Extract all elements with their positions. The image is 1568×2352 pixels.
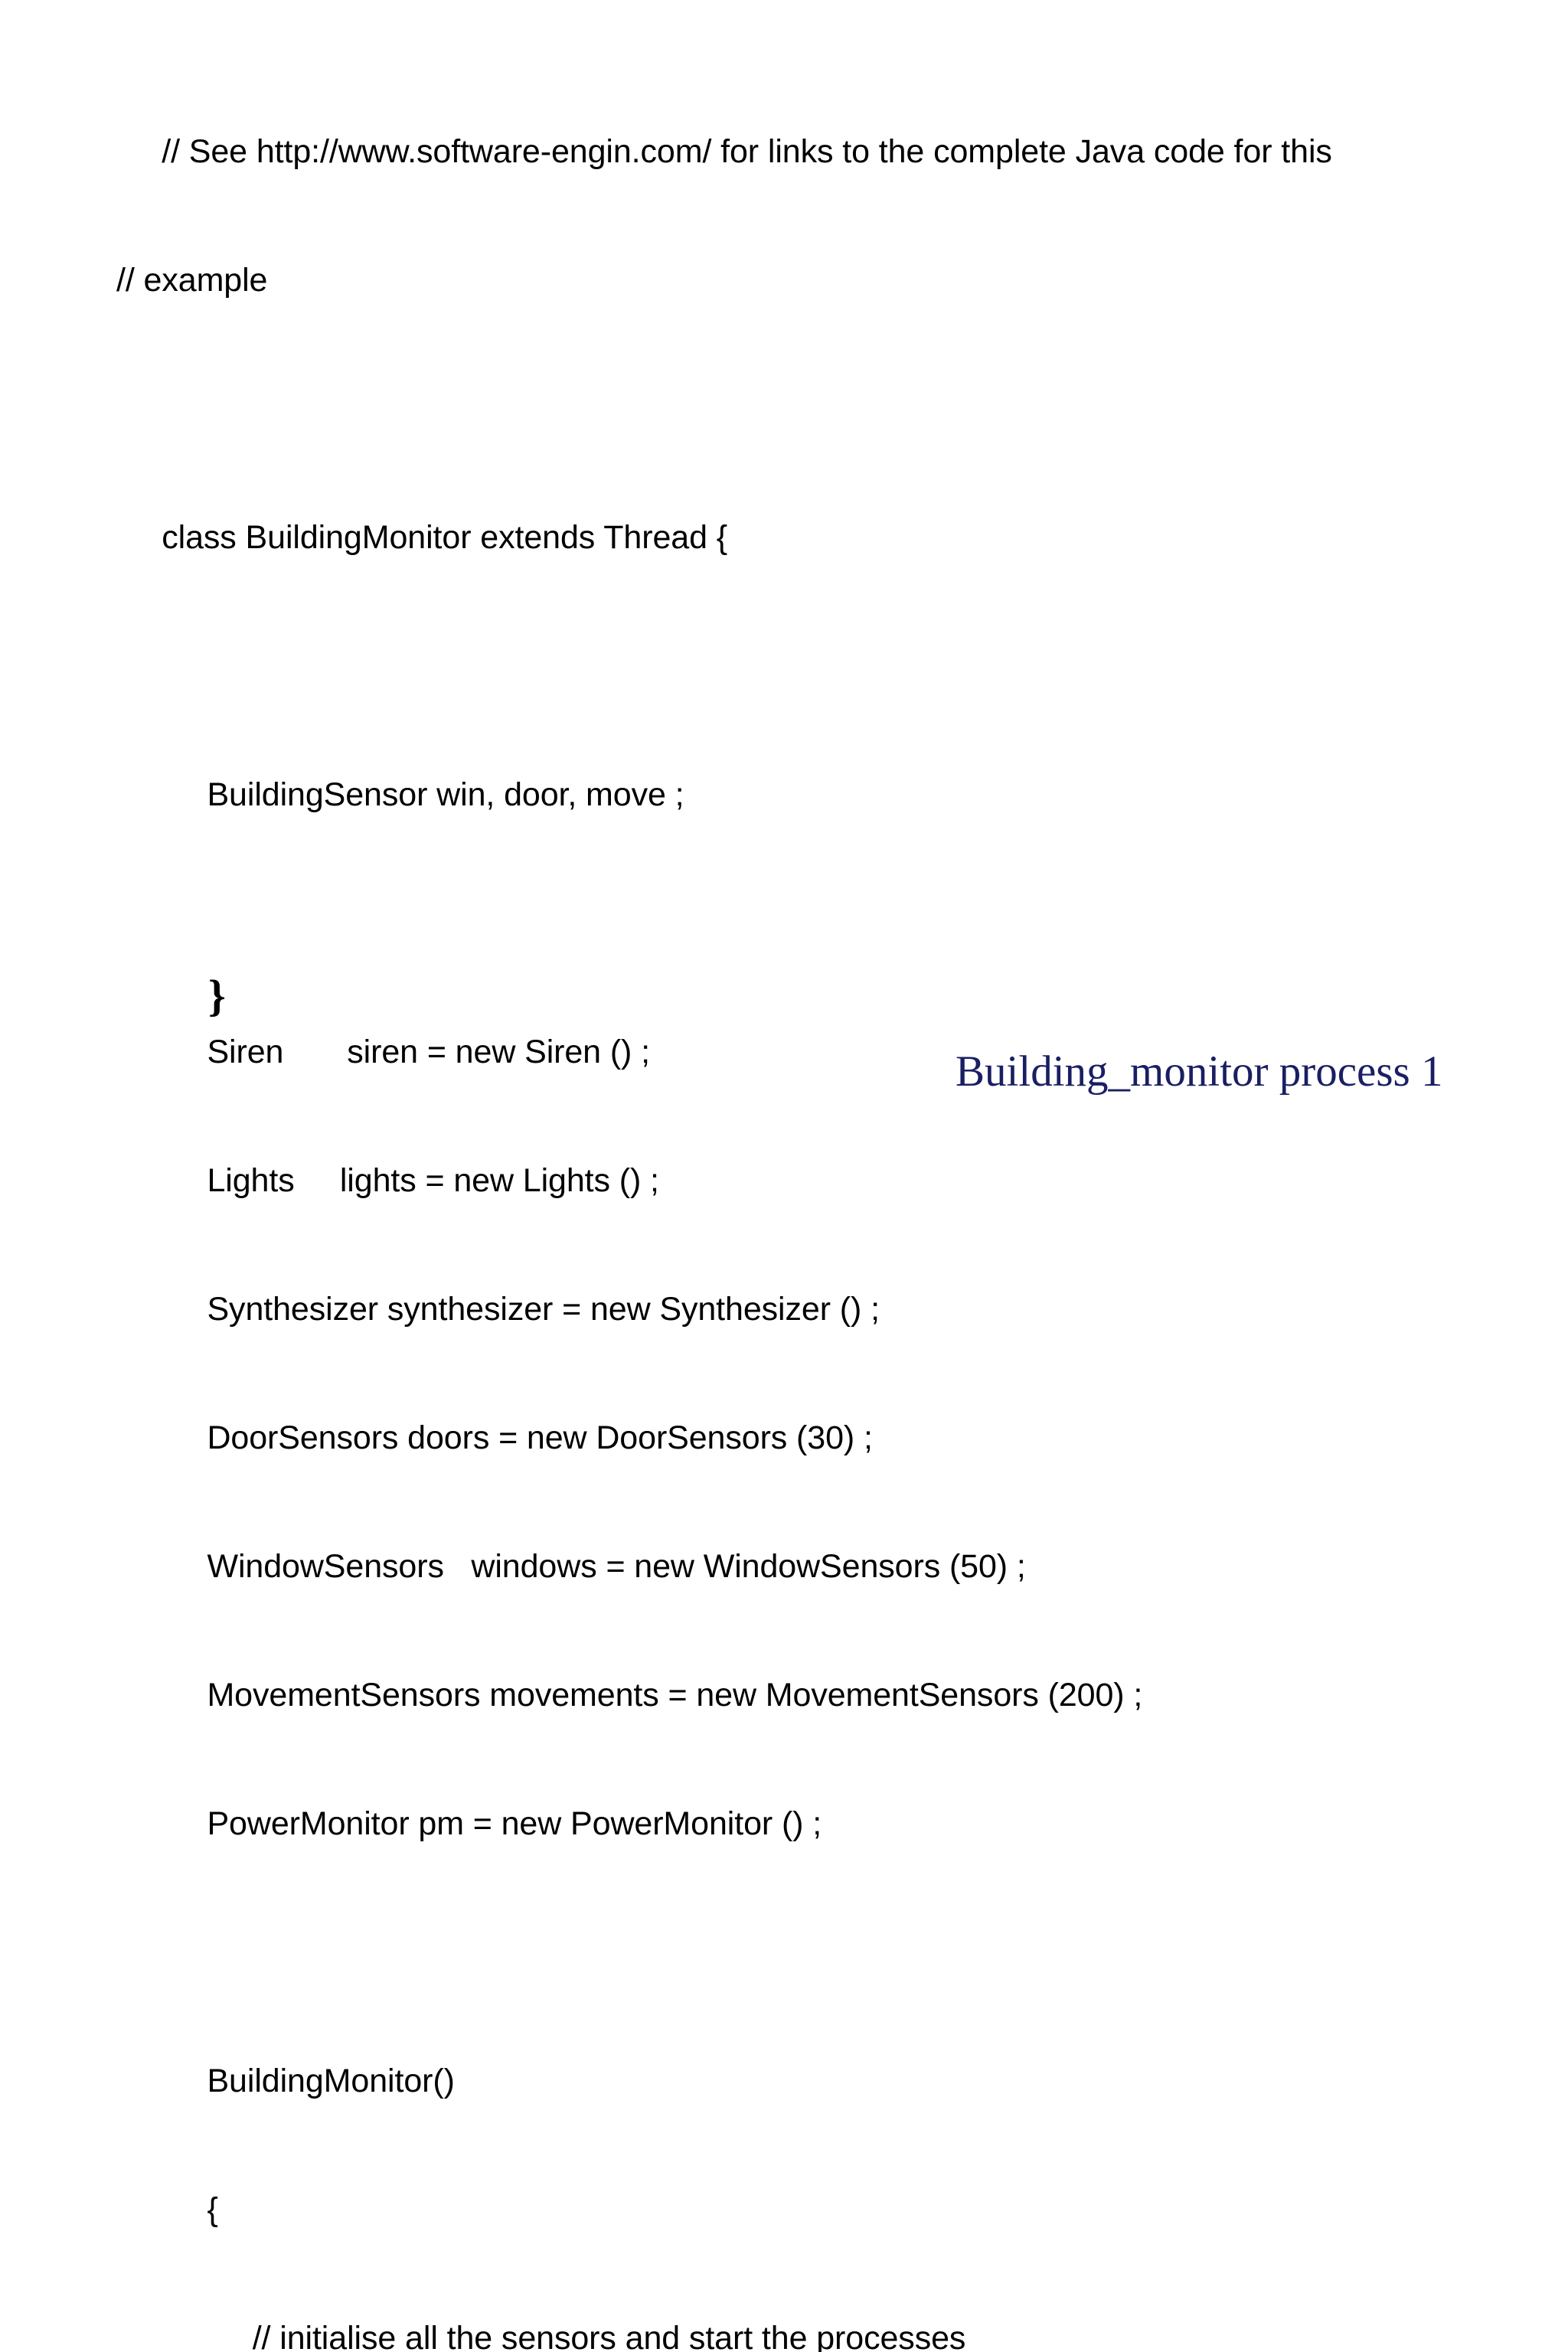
code-line: class BuildingMonitor extends Thread {: [116, 519, 728, 556]
process-caption: Building_monitor process 1: [956, 1047, 1443, 1096]
closing-brace: }: [208, 971, 226, 1021]
code-line: Lights lights = new Lights () ;: [116, 1162, 659, 1199]
code-line: WindowSensors windows = new WindowSensor…: [116, 1548, 1026, 1585]
code-line: BuildingSensor win, door, move ;: [116, 776, 684, 813]
code-line: Siren siren = new Siren () ;: [116, 1034, 650, 1070]
code-line: BuildingMonitor(): [116, 2063, 455, 2099]
code-line: // See http://www.software-engin.com/ fo…: [116, 133, 1332, 170]
code-line: Synthesizer synthesizer = new Synthesize…: [116, 1291, 880, 1328]
code-line-blank: [116, 645, 1494, 688]
java-code-block: // See http://www.software-engin.com/ fo…: [116, 44, 1494, 2352]
code-line: PowerMonitor pm = new PowerMonitor () ;: [116, 1805, 822, 1842]
code-line: DoorSensors doors = new DoorSensors (30)…: [116, 1419, 873, 1456]
slide-canvas: // See http://www.software-engin.com/ fo…: [116, 133, 1443, 2352]
code-line: MovementSensors movements = new Movement…: [116, 1677, 1143, 1713]
code-line: // initialise all the sensors and start …: [116, 2320, 966, 2352]
code-line: // example: [116, 262, 268, 299]
code-line-blank: [116, 902, 1494, 945]
code-line: {: [116, 2191, 218, 2228]
code-line-blank: [116, 387, 1494, 430]
code-line-blank: [116, 1931, 1494, 1974]
